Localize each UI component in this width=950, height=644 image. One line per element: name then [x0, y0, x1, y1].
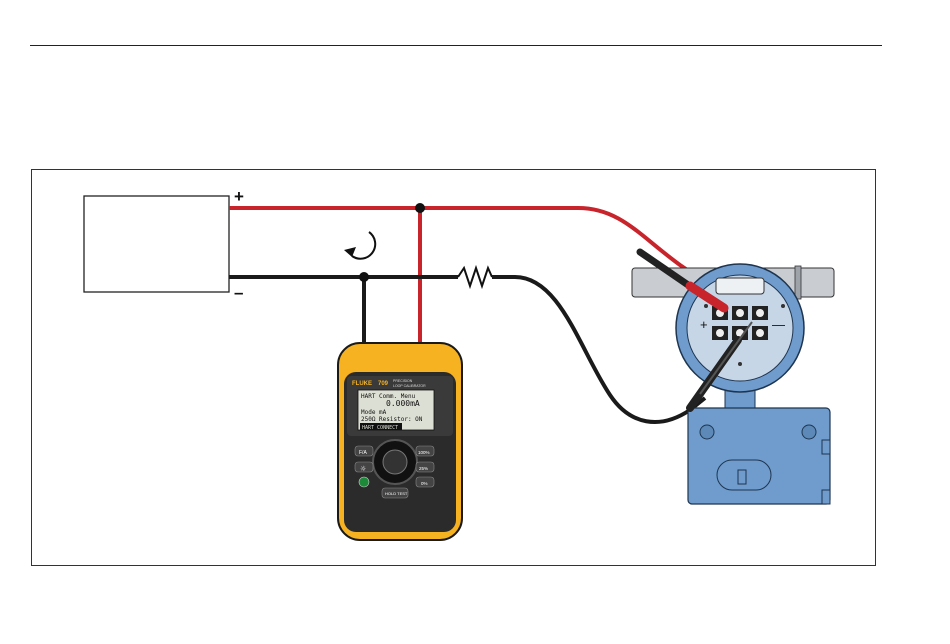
negative-wire-to-transmitter	[492, 277, 705, 422]
power-supply-box	[84, 196, 229, 292]
key-0-label: 0%	[421, 481, 428, 486]
supply-negative-label: –	[234, 283, 243, 302]
key-100-label: 100%	[418, 450, 430, 455]
supply-positive-label: +	[234, 187, 244, 206]
calibrator-subtitle-2: LOOP CALIBRATOR	[393, 384, 426, 388]
power-button[interactable]	[359, 477, 369, 487]
lcd-softkey: HART CONNECT	[362, 425, 398, 431]
lcd-reading: 0.000mA	[386, 399, 420, 408]
calibrator-subtitle-1: PRECISION	[393, 379, 413, 383]
lcd-line-3: Mode mA	[361, 409, 387, 416]
transmitter-negative-label: —	[772, 317, 785, 332]
key-hold-test-label: HOLD TEST	[385, 491, 408, 496]
lcd-line-4: 250Ω Resistor: ON	[361, 416, 423, 423]
hart-transmitter: + —	[632, 252, 834, 504]
resistor-icon	[458, 268, 492, 286]
calibrator-brand: FLUKE	[352, 381, 372, 387]
loop-current-arrow-icon	[344, 232, 375, 259]
backlight-icon: ☼	[360, 465, 366, 473]
fluke-calibrator: FLUKE 709 PRECISION LOOP CALIBRATOR HART…	[338, 343, 462, 540]
transmitter-positive-label: +	[700, 317, 708, 332]
key-fa-label: F/A	[359, 450, 367, 456]
negative-junction	[359, 272, 369, 282]
calibrator-model: 709	[378, 381, 389, 387]
positive-junction	[415, 203, 425, 213]
key-25-label: 25%	[419, 466, 428, 471]
